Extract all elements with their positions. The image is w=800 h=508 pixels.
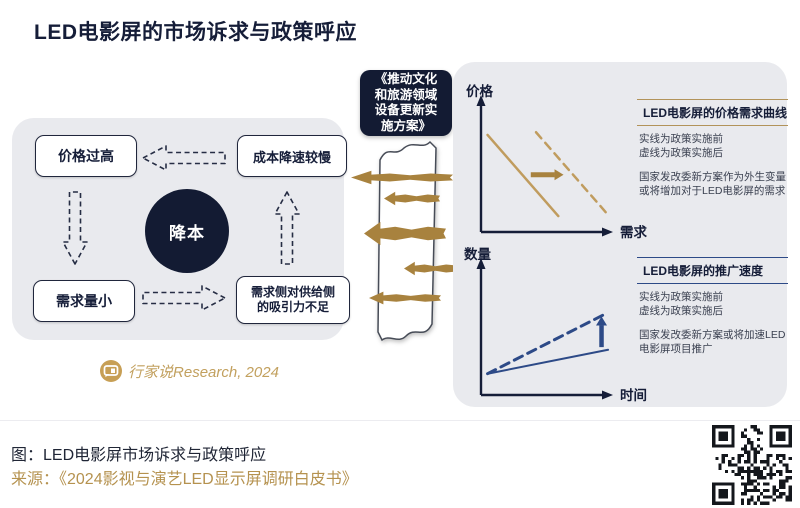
promotion-speed-textblock: LED电影屏的推广速度 实线为政策实施前 虚线为政策实施后 国家发改委新方案或将…: [637, 257, 788, 356]
brush-arrow-icon: [351, 169, 453, 186]
promotion-speed-heading: LED电影屏的推广速度: [637, 257, 788, 284]
hangjiashuo-logo-icon: [100, 360, 122, 382]
dashed-arrow-down-icon: [62, 191, 88, 265]
brush-arrow-icon: [404, 260, 458, 277]
dashed-arrow-right-icon: [142, 285, 226, 311]
flow-box-demand-small-label: 需求量小: [56, 293, 112, 309]
price-curve-legend: 实线为政策实施前 虚线为政策实施后: [639, 133, 723, 159]
price-curve-note: 国家发改委新方案作为外生变量 或将增加对于LED电影屏的需求: [639, 171, 786, 197]
policy-response-panel: [453, 62, 787, 407]
brush-arrow-icon: [384, 190, 440, 207]
chart1-plot: [486, 131, 609, 218]
flow-box-cost-slow: 成本降速较慢: [237, 135, 347, 177]
chart2-xlabel: 时间: [620, 388, 647, 403]
promotion-speed-legend: 实线为政策实施前 虚线为政策实施后: [639, 291, 723, 317]
filter-ribbon-shape: [377, 140, 437, 342]
figure-source: 来源：《2024影视与演艺LED显示屏调研白皮书》: [11, 471, 358, 488]
page-title: LED电影屏的市场诉求与政策呼应: [34, 21, 357, 44]
brush-arrow-icon: [364, 219, 446, 248]
flow-box-price-high-label: 价格过高: [58, 148, 114, 164]
dashed-arrow-up-icon: [274, 191, 300, 265]
watermark-text: 行家说Research, 2024: [128, 362, 279, 381]
chart2-ylabel: 数量: [464, 247, 491, 262]
brush-arrow-icon: [369, 290, 441, 306]
flow-box-price-high: 价格过高: [35, 135, 137, 177]
watermark: 行家说Research, 2024: [100, 360, 279, 382]
flow-box-attraction-label: 需求侧对供给侧 的吸引力不足: [250, 285, 335, 314]
flow-box-attraction: 需求侧对供给侧 的吸引力不足: [236, 276, 350, 324]
qr-code: [709, 422, 795, 508]
chart2-plot: [486, 312, 610, 376]
flow-box-cost-slow-label: 成本降速较慢: [252, 149, 331, 165]
dashed-arrow-left-icon: [142, 145, 226, 171]
figure-caption: 图：LED电影屏市场诉求与政策呼应: [11, 447, 267, 464]
price-curve-heading: LED电影屏的价格需求曲线: [637, 99, 788, 126]
chart1-axes-icon: [476, 95, 613, 237]
flow-center-circle: 降本: [145, 189, 229, 273]
price-curve-textblock: LED电影屏的价格需求曲线 实线为政策实施前 虚线为政策实施后 国家发改委新方案…: [637, 99, 788, 198]
footer-divider: [0, 420, 800, 421]
flow-box-demand-small: 需求量小: [33, 280, 135, 322]
flow-center-circle-label: 降本: [169, 223, 205, 243]
promotion-speed-note: 国家发改委新方案或将加速LED 电影屏项目推广: [639, 329, 786, 355]
policy-box: 《推动文化 和旅游领域 设备更新实 施方案》: [360, 70, 452, 136]
chart2-axes-icon: [476, 258, 613, 400]
chart1-ylabel: 价格: [466, 84, 493, 99]
chart1-xlabel: 需求: [620, 225, 647, 240]
